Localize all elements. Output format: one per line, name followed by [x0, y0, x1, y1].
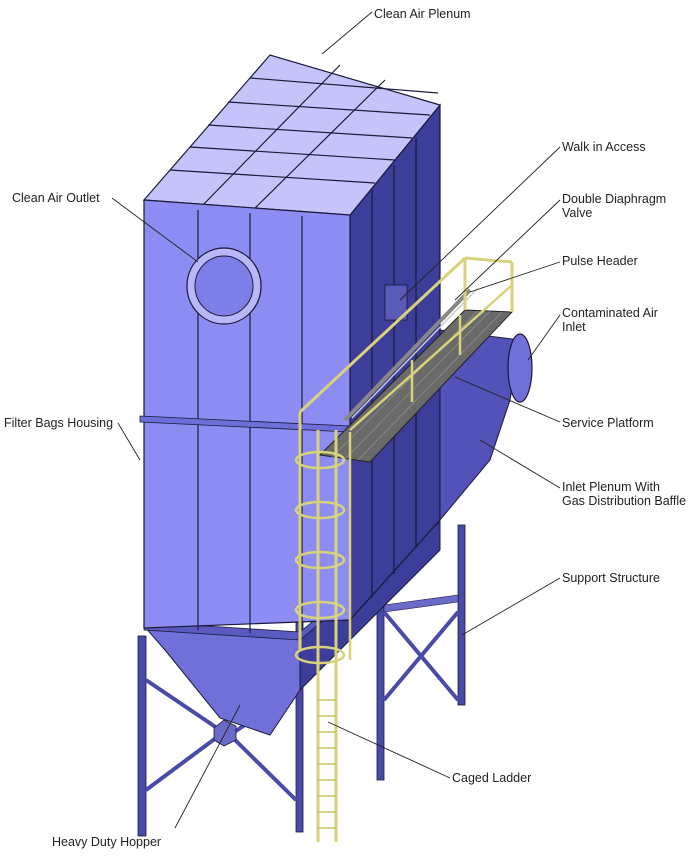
label-pulse-header: Pulse Header [562, 254, 638, 268]
caged-ladder [294, 412, 352, 842]
inlet-plenum [439, 329, 533, 522]
label-walk-in-access: Walk in Access [562, 140, 646, 154]
leader-service-platform [454, 376, 561, 423]
label-support-structure: Support Structure [562, 571, 660, 585]
label-contaminated-air-inlet-line1: Contaminated Air [562, 306, 658, 320]
leader-clean-air-plenum [321, 11, 373, 55]
label-inlet-plenum-line1: Inlet Plenum With [562, 480, 660, 494]
leader-heavy-duty-hopper [174, 704, 241, 829]
label-double-diaphragm-valve-line1: Double Diaphragm [562, 192, 666, 206]
label-caged-ladder: Caged Ladder [452, 771, 531, 785]
leader-double-diaphragm [454, 199, 561, 301]
leader-filter-bags-housing [117, 422, 141, 461]
service-platform [318, 309, 514, 463]
label-double-diaphragm-valve-line2: Valve [562, 206, 592, 220]
leader-support-structure [461, 577, 561, 636]
label-filter-bags-housing: Filter Bags Housing [4, 416, 113, 430]
label-service-platform: Service Platform [562, 416, 654, 430]
handrail [298, 256, 514, 431]
pulse-header [343, 287, 479, 422]
label-inlet-plenum-line2: Gas Distribution Baffle [562, 494, 686, 508]
label-contaminated-air-inlet-line2: Inlet [562, 320, 586, 334]
clean-air-plenum [142, 54, 442, 216]
leader-caged-ladder [327, 721, 451, 779]
callout-labels: Clean Air Plenum Walk in Access Double D… [4, 7, 686, 849]
leader-lines [111, 11, 561, 829]
clean-air-outlet [186, 247, 262, 325]
label-clean-air-outlet: Clean Air Outlet [12, 191, 100, 205]
leader-pulse-header [469, 261, 561, 293]
label-clean-air-plenum: Clean Air Plenum [374, 7, 471, 21]
leader-walk-in-access [399, 146, 561, 301]
leader-clean-air-outlet [111, 197, 199, 263]
leader-inlet-plenum [479, 439, 561, 489]
leader-contaminated-air-inlet [527, 314, 561, 361]
label-heavy-duty-hopper: Heavy Duty Hopper [52, 835, 161, 849]
